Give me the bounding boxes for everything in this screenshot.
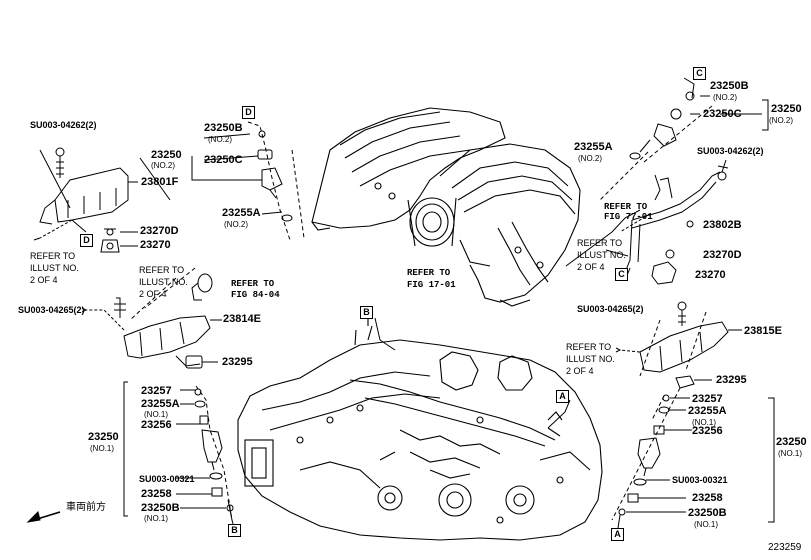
upper-right-injector-no2 [565, 77, 769, 285]
refer-note: ILLUST NO. [566, 354, 615, 364]
refer-note: 2 OF 4 [30, 275, 58, 285]
refer-fig-label: REFER TO [407, 268, 451, 278]
front-arrow-label: 車両前方 [66, 502, 106, 513]
ref-box-a: A [611, 528, 624, 541]
part-label: 23250B [688, 507, 727, 519]
ref-box-d: D [242, 106, 255, 119]
engine-block [237, 312, 603, 541]
part-label: 23270 [695, 269, 726, 281]
part-label: 23250B [141, 502, 180, 514]
part-label: 23255A [574, 141, 613, 153]
part-label: 23295 [222, 356, 253, 368]
part-label: 23250 [771, 103, 802, 115]
part-label: 23815E [744, 325, 782, 337]
part-label: SU003-00321 [139, 474, 195, 484]
refer-note: REFER TO [577, 238, 623, 248]
refer-fig-label: REFER TO [604, 202, 648, 212]
part-label: 23250 [88, 431, 119, 443]
part-sub-label: (NO.2) [578, 154, 602, 163]
part-label: 23802B [703, 219, 742, 231]
part-label: 23257 [141, 385, 172, 397]
refer-note: 2 OF 4 [139, 289, 167, 299]
refer-note: REFER TO [566, 342, 612, 352]
part-label: 23256 [692, 425, 723, 437]
part-label: 23258 [141, 488, 172, 500]
ref-box-c: C [615, 268, 628, 281]
lower-right-injector-no1 [611, 387, 775, 529]
part-label: 23250C [703, 108, 742, 120]
refer-fig-label: REFER TO [231, 279, 275, 289]
part-sub-label: (NO.1) [778, 449, 802, 458]
mid-right-fuel-rail [615, 301, 742, 389]
ref-box-b: B [228, 524, 241, 537]
refer-note: 2 OF 4 [566, 366, 594, 376]
refer-note: ILLUST NO. [139, 277, 188, 287]
part-label: 23250 [151, 149, 182, 161]
intake-manifold [311, 107, 581, 307]
part-sub-label: (NO.1) [144, 514, 168, 523]
refer-fig-label: FIG 84-04 [231, 290, 280, 300]
part-label: 23270D [140, 225, 179, 237]
refer-note: REFER TO [30, 251, 76, 261]
lower-left-injector-no1 [123, 381, 234, 525]
bolt-label: SU003-04265(2) [18, 305, 85, 315]
part-sub-label: (NO.2) [208, 135, 232, 144]
part-sub-label: (NO.1) [144, 410, 168, 419]
part-label: 23270 [140, 239, 171, 251]
diagram-id: 223259 [768, 542, 802, 553]
ref-box-d: D [80, 234, 93, 247]
part-label: 23255A [222, 207, 261, 219]
part-label: 23250C [204, 154, 243, 166]
ref-box-a: A [556, 390, 569, 403]
part-label: 23801F [141, 176, 179, 188]
bolt-label: SU003-04262(2) [697, 146, 764, 156]
part-label: 23295 [716, 374, 747, 386]
bolt-label: SU003-04262(2) [30, 120, 97, 130]
part-label: 23250B [710, 80, 749, 92]
part-label: 23270D [703, 249, 742, 261]
part-label: 23257 [692, 393, 723, 405]
part-sub-label: (NO.2) [769, 116, 793, 125]
refer-fig-label: FIG 77-01 [604, 212, 653, 222]
refer-note: ILLUST NO. [30, 263, 79, 273]
part-sub-label: (NO.2) [713, 93, 737, 102]
bolt-label: SU003-04265(2) [577, 304, 644, 314]
part-label: SU003-00321 [672, 475, 728, 485]
front-arrow-icon [26, 511, 41, 523]
mid-left-fuel-rail [81, 267, 222, 369]
part-label: 23258 [692, 492, 723, 504]
refer-note: REFER TO [139, 265, 185, 275]
ref-box-c: C [693, 67, 706, 80]
part-sub-label: (NO.1) [694, 520, 718, 529]
part-sub-label: (NO.2) [151, 161, 175, 170]
refer-fig-label: FIG 17-01 [407, 280, 456, 290]
part-label: 23250B [204, 122, 243, 134]
part-label: 23256 [141, 419, 172, 431]
upper-mid-injector-no2 [191, 121, 305, 241]
ref-box-b: B [360, 306, 373, 319]
refer-note: ILLUST NO. [577, 250, 626, 260]
part-sub-label: (NO.1) [90, 444, 114, 453]
part-label: 23255A [688, 405, 727, 417]
refer-note: 2 OF 4 [577, 262, 605, 272]
part-label: 23250 [776, 436, 807, 448]
part-sub-label: (NO.1) [692, 418, 716, 427]
leader-lines [33, 219, 631, 521]
part-label: 23814E [223, 313, 261, 325]
upper-left-fuel-rail [33, 147, 171, 253]
part-label: 23255A [141, 398, 180, 410]
part-sub-label: (NO.2) [224, 220, 248, 229]
